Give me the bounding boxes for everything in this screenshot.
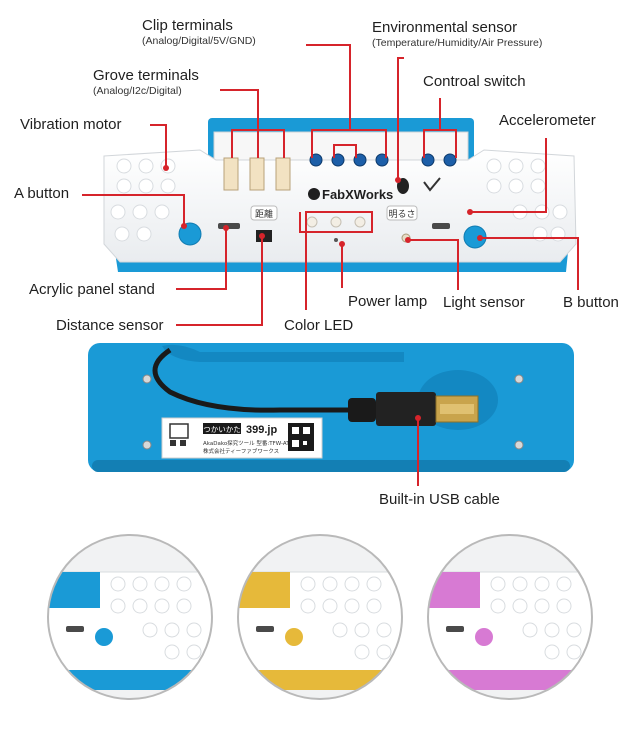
label-a-button: A button	[14, 185, 70, 202]
label-acrylic-panel-stand: Acrylic panel stand	[29, 281, 155, 298]
label-control-switch: Controal switch	[423, 73, 526, 90]
yellow-variant	[237, 534, 403, 700]
label-clip-terminals-sub: (Analog/Digital/5V/GND)	[142, 35, 256, 47]
sticker-url: 399.jp	[246, 424, 277, 436]
info-sticker: つかいかた 399.jp AkaDako探究ツール 型番:TFW-AT1 株式会…	[161, 417, 323, 459]
grove-connector-group	[223, 157, 291, 191]
blue-variant	[47, 534, 213, 700]
device-back-view: つかいかた 399.jp AkaDako探究ツール 型番:TFW-AT1 株式会…	[88, 343, 574, 472]
device-logo-text: FabXWorks	[322, 187, 393, 202]
label-color-led: Color LED	[284, 317, 354, 334]
label-grove-terminals: Grove terminals	[93, 67, 199, 84]
label-clip-terminals: Clip terminals	[142, 17, 233, 34]
power-lamp-part	[334, 238, 338, 242]
sticker-how-to: つかいかた	[203, 425, 241, 434]
sticker-line-1: AkaDako探究ツール 型番:TFW-AT1	[203, 439, 293, 447]
leader-lines	[82, 44, 579, 486]
brightness-chip-label: 明るさ	[388, 209, 415, 220]
pink-variant	[427, 534, 593, 700]
label-environmental-sensor-sub: (Temperature/Humidity/Air Pressure)	[372, 37, 543, 49]
label-b-button: B button	[563, 294, 619, 311]
sticker-line-2: 株式会社ティーファブワークス	[203, 447, 279, 455]
label-light-sensor: Light sensor	[443, 294, 525, 311]
acrylic-slot	[218, 223, 240, 229]
label-builtin-usb-cable: Built-in USB cable	[379, 491, 500, 508]
label-power-lamp: Power lamp	[348, 293, 428, 310]
label-environmental-sensor: Environmental sensor	[372, 19, 518, 36]
label-vibration-motor: Vibration motor	[20, 116, 122, 133]
distance-chip-label: 距離	[255, 208, 273, 220]
color-led-row	[306, 216, 366, 228]
label-grove-terminals-sub: (Analog/I2c/Digital)	[93, 85, 182, 97]
label-distance-sensor: Distance sensor	[56, 317, 164, 334]
label-accelerometer: Accelerometer	[499, 112, 596, 129]
